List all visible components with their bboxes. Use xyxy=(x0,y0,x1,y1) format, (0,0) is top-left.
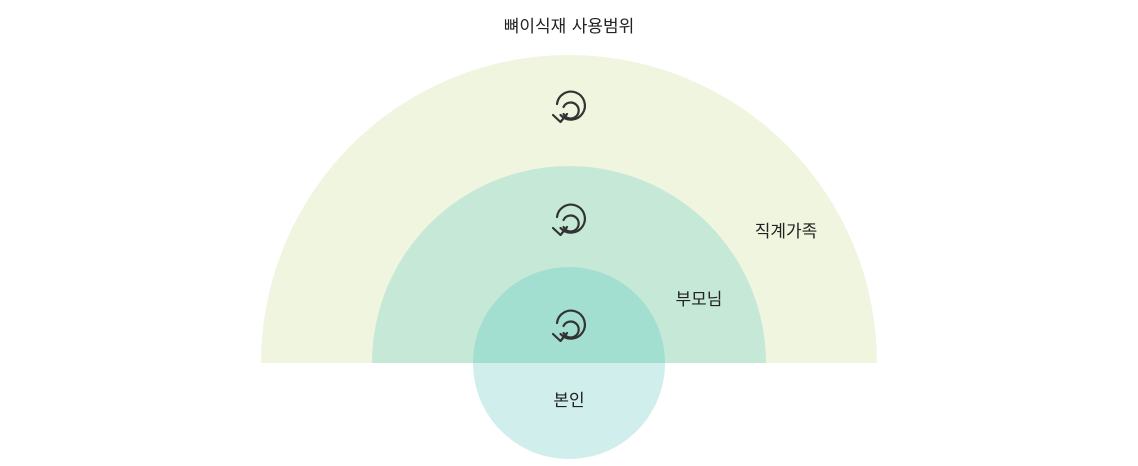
diagram-title: 뼈이식재 사용범위 xyxy=(504,17,635,37)
reuse-cycle-icon xyxy=(551,309,586,343)
reuse-cycle-icon xyxy=(551,90,586,124)
zone-outer-label: 직계가족 xyxy=(755,222,818,242)
self-label: 본인 xyxy=(553,391,584,411)
zone-middle-semicircle xyxy=(372,166,766,363)
zone-inner-semicircle xyxy=(473,267,665,363)
zone-middle-label: 부모님 xyxy=(676,290,723,310)
reuse-cycle-icon xyxy=(551,203,586,237)
